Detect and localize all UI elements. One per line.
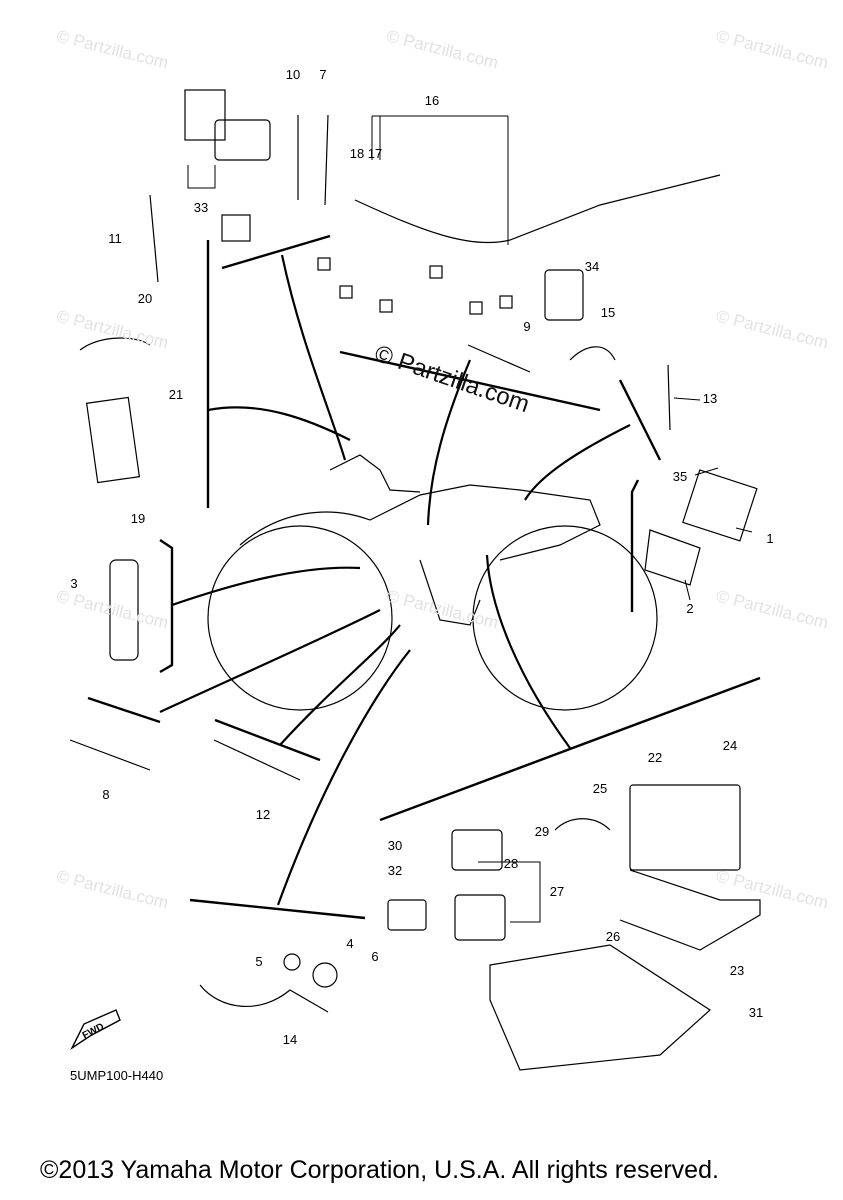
callout-leaders [187,115,753,923]
leader-lines [159,254,631,906]
part-sketches [69,89,761,1071]
callout-number[interactable]: 9 [523,319,531,334]
callout-number[interactable]: 31 [748,1005,764,1020]
diagram-code: 5UMP100-H440 [70,1068,164,1083]
callout-number[interactable]: 34 [584,259,600,274]
callout-number[interactable]: 21 [168,387,184,402]
callout-number[interactable]: 13 [702,391,718,406]
copyright-notice: ©2013 Yamaha Motor Corporation, U.S.A. A… [40,1156,719,1184]
callout-number[interactable]: 18 [349,146,365,161]
callout-number[interactable]: 20 [137,291,153,306]
callout-number[interactable]: 17 [367,146,383,161]
callout-number[interactable]: 33 [193,200,209,215]
motorcycle-outline [207,454,658,711]
callout-number[interactable]: 10 [285,67,301,82]
callout-number[interactable]: 5 [255,954,263,969]
callout-number[interactable]: 25 [592,781,608,796]
callout-number[interactable]: 12 [255,807,271,822]
callout-number[interactable]: 14 [282,1032,298,1047]
callout-number[interactable]: 35 [672,469,688,484]
group-brackets [87,234,761,920]
callout-number[interactable]: 29 [534,824,550,839]
callout-number[interactable]: 2 [686,601,694,616]
callout-number[interactable]: 23 [729,963,745,978]
callout-number[interactable]: 8 [102,787,110,802]
callout-number[interactable]: 32 [387,863,403,878]
callout-number[interactable]: 27 [549,884,565,899]
callout-number[interactable]: 26 [605,929,621,944]
callout-number[interactable]: 19 [130,511,146,526]
callout-number[interactable]: 11 [108,231,122,246]
callout-number[interactable]: 28 [503,856,519,871]
callout-number[interactable]: 4 [346,936,354,951]
callout-number[interactable]: 30 [387,838,403,853]
callout-number[interactable]: 15 [600,305,616,320]
callout-number[interactable]: 24 [722,738,738,753]
callout-number[interactable]: 6 [371,949,379,964]
callout-number[interactable]: 22 [647,750,663,765]
callout-number[interactable]: 7 [319,67,327,82]
fwd-arrow [70,1009,121,1051]
callout-number[interactable]: 3 [70,576,78,591]
callout-number[interactable]: 1 [766,531,774,546]
callout-number[interactable]: 16 [424,93,440,108]
